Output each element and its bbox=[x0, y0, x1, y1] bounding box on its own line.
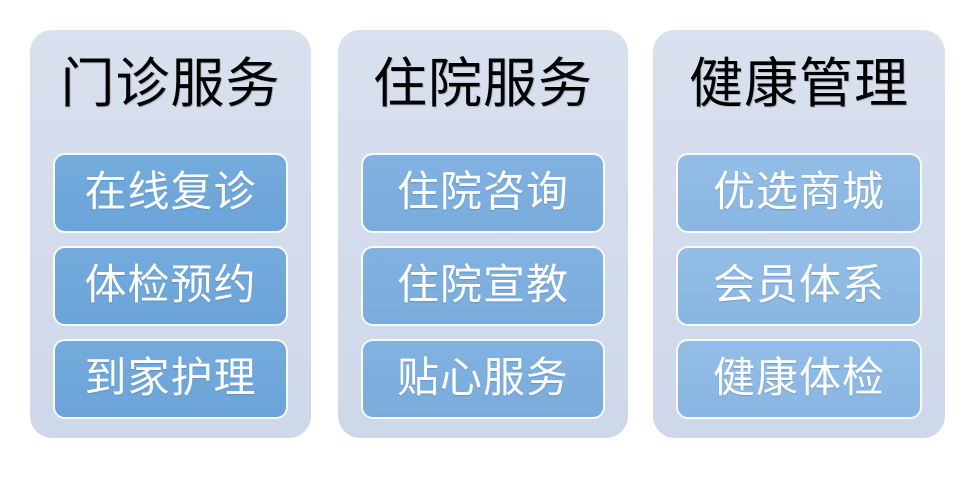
button-stack-inpatient: 住院咨询 住院宣教 贴心服务 bbox=[338, 155, 628, 418]
button-stack-outpatient: 在线复诊 体检预约 到家护理 bbox=[30, 155, 311, 418]
button-stack-health-management: 优选商城 会员体系 健康体检 bbox=[653, 155, 945, 418]
service-button-membership-system[interactable]: 会员体系 bbox=[678, 248, 920, 324]
service-button-inpatient-consult[interactable]: 住院咨询 bbox=[363, 155, 603, 231]
service-card-outpatient: 门诊服务 在线复诊 体检预约 到家护理 bbox=[30, 30, 311, 438]
card-title-health-management: 健康管理 bbox=[689, 54, 909, 114]
service-card-health-management: 健康管理 优选商城 会员体系 健康体检 bbox=[653, 30, 945, 438]
service-card-inpatient: 住院服务 住院咨询 住院宣教 贴心服务 bbox=[338, 30, 628, 438]
service-button-inpatient-education[interactable]: 住院宣教 bbox=[363, 248, 603, 324]
card-title-inpatient: 住院服务 bbox=[373, 54, 593, 114]
service-button-home-nursing[interactable]: 到家护理 bbox=[55, 341, 286, 417]
service-button-preferred-mall[interactable]: 优选商城 bbox=[678, 155, 920, 231]
card-title-outpatient: 门诊服务 bbox=[60, 54, 281, 114]
service-button-online-followup[interactable]: 在线复诊 bbox=[55, 155, 286, 231]
service-button-health-checkup[interactable]: 健康体检 bbox=[678, 341, 920, 417]
service-button-checkup-appointment[interactable]: 体检预约 bbox=[55, 248, 286, 324]
service-button-caring-service[interactable]: 贴心服务 bbox=[363, 341, 603, 417]
